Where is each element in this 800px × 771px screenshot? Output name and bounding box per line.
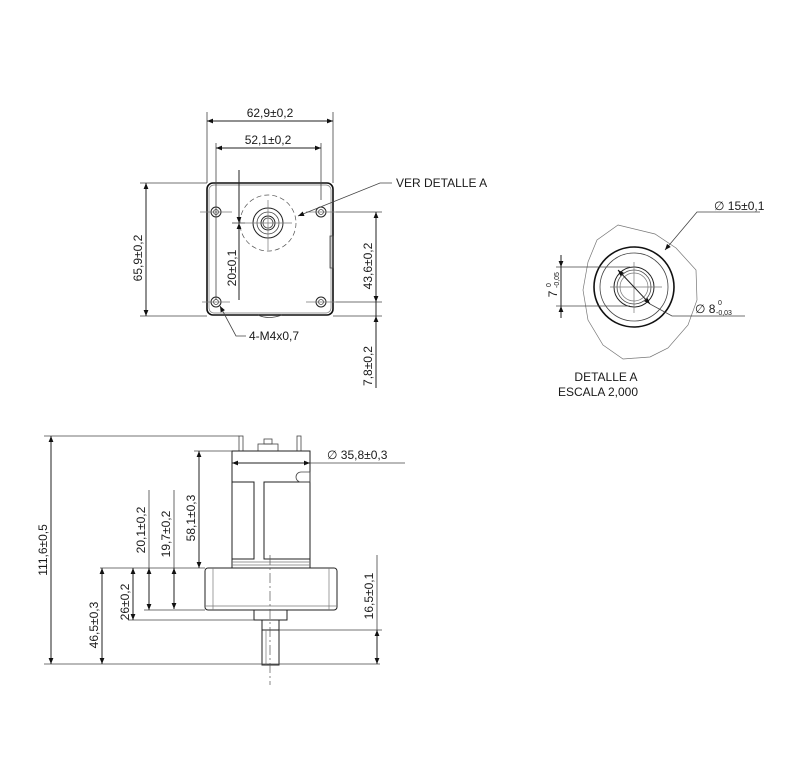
- side-view: 111,6±0,5 ∅ 35,8±0,3 58,1±0,3 20,1±0,2 1…: [36, 435, 405, 685]
- breakout-outline: [582, 224, 698, 360]
- dim-outer-diameter: ∅ 15±0,1: [714, 199, 765, 213]
- terminal-right: [296, 435, 302, 452]
- gearbox-outline: [206, 182, 334, 316]
- dim-hole-spacing-vertical: 43,6±0,2: [361, 242, 375, 289]
- motor-can: [231, 450, 311, 569]
- dim-motor-diameter: ∅ 35,8±0,3: [327, 448, 388, 462]
- dim-bottom-offset: 7,8±0,2: [361, 346, 375, 386]
- dim-width-holes: 52,1±0,2: [245, 133, 292, 147]
- detail-a-view: ∅ 15±0,1 ∅ 8 0 -0,03 7 0 -0,05 DETALLE A…: [546, 199, 765, 399]
- dim-width-outer: 62,9±0,2: [247, 106, 294, 120]
- detail-scale: ESCALA 2,000: [558, 385, 638, 399]
- outer-ring: [593, 246, 675, 328]
- dim-gearbox-b: 19,7±0,2: [159, 510, 173, 557]
- dim-motor-height: 58,1±0,3: [184, 494, 198, 541]
- dim-total-height: 111,6±0,5: [36, 524, 50, 576]
- callout-mounting-holes: 4-M4x0,7: [249, 329, 299, 343]
- gearbox-body: [204, 567, 338, 611]
- output-shaft-top: [239, 194, 297, 252]
- dim-shaft-tol-upper: 0: [718, 300, 722, 307]
- dim-flange-to-boss: 26±0,2: [118, 583, 132, 620]
- dim-shaft-diameter: ∅ 8: [695, 302, 716, 316]
- dim-height-outer: 65,9±0,2: [131, 234, 145, 281]
- dim-shaft-tol-lower: -0,03: [716, 310, 732, 317]
- dim-shaft-length: 16,5±0,1: [362, 572, 376, 619]
- dim-gearbox-a: 20,1±0,2: [134, 506, 148, 553]
- dim-flat-tol-upper: 0: [546, 283, 553, 287]
- dim-flat-tol-lower: -0,05: [554, 272, 561, 288]
- top-view: 62,9±0,2 52,1±0,2 65,9±0,2 20±0,1 43,6±0…: [131, 106, 487, 388]
- terminal-left: [238, 435, 244, 452]
- detail-title: DETALLE A: [574, 370, 637, 384]
- output-shaft-side: [261, 629, 280, 666]
- dim-flat: 7: [546, 290, 560, 297]
- dim-shaft-offset: 20±0,1: [225, 249, 239, 286]
- dim-flange-to-shaft-end: 46,5±0,3: [87, 601, 101, 648]
- shaft-boss: [253, 609, 288, 621]
- brush-cap: [257, 443, 279, 452]
- callout-detail-a: VER DETALLE A: [396, 176, 487, 190]
